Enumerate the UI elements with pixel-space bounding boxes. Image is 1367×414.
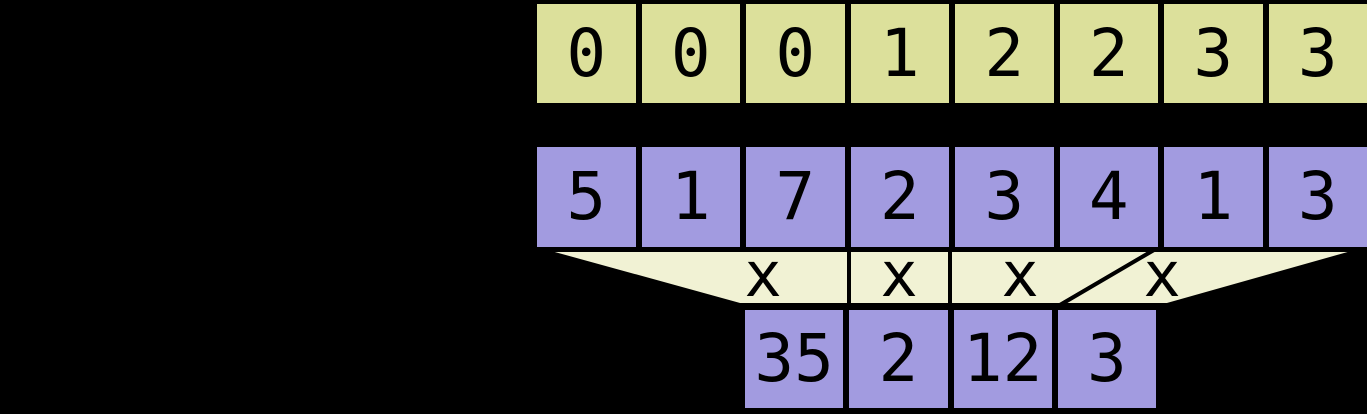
result-cell-3: 3 — [1054, 307, 1159, 411]
funnel-section-0 — [539, 248, 851, 307]
value-cell-0: 5 — [534, 144, 639, 250]
value-row: 5 1 7 2 3 4 1 3 — [534, 144, 1367, 250]
value-cell-3: 2 — [847, 144, 952, 250]
segment-id-cell-3: 1 — [847, 1, 952, 106]
value-cell-2: 7 — [743, 144, 848, 250]
funnel-section-1 — [847, 248, 952, 307]
value-cell-6: 1 — [1161, 144, 1266, 250]
value-cell-5: 4 — [1056, 144, 1161, 250]
result-cell-0: 35 — [742, 307, 847, 411]
segment-id-cell-1: 0 — [638, 1, 743, 106]
segment-id-cell-4: 2 — [952, 1, 1057, 106]
segment-id-cell-7: 3 — [1265, 1, 1367, 106]
value-cell-7: 3 — [1265, 144, 1367, 250]
value-cell-4: 3 — [952, 144, 1057, 250]
value-cell-1: 1 — [638, 144, 743, 250]
result-row: 35 2 12 3 — [742, 307, 1159, 411]
segment-id-row: 0 0 0 1 2 2 3 3 — [534, 1, 1367, 106]
segment-id-cell-5: 2 — [1056, 1, 1161, 106]
result-cell-2: 12 — [950, 307, 1055, 411]
result-cell-1: 2 — [846, 307, 951, 411]
segment-id-cell-6: 3 — [1161, 1, 1266, 106]
funnel-section-2 — [948, 248, 1162, 307]
segment-id-cell-0: 0 — [534, 1, 639, 106]
segment-id-cell-2: 0 — [743, 1, 848, 106]
funnel-section-3 — [1052, 248, 1363, 307]
